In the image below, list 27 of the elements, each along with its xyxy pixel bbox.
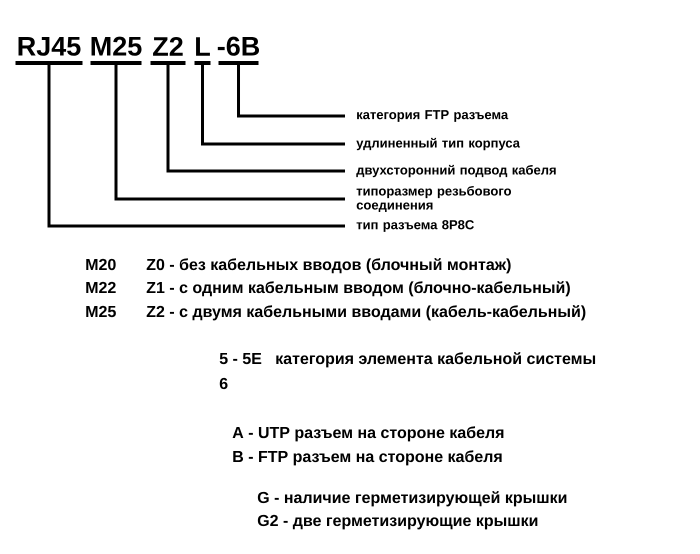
description-text: удлиненный тип корпуса <box>356 138 520 150</box>
spec-text: M25 <box>86 306 116 318</box>
spec-text: G2 - две герметизирующие крышки <box>258 514 538 530</box>
spec-text: 5 - 5E <box>220 353 262 364</box>
leader-line <box>237 63 345 118</box>
description-text: тип разъема 8P8C <box>356 220 474 232</box>
spec-text: категория элемента кабельной системы <box>276 352 596 368</box>
leader-line <box>48 63 345 228</box>
leader-line <box>166 63 345 172</box>
spec-text: A - UTP разъем на стороне кабеля <box>232 426 504 442</box>
spec-text: Z2 - с двумя кабельными вводами (кабель-кабельный) <box>146 305 586 320</box>
spec-text: M22 <box>86 282 116 293</box>
spec-text: M20 <box>86 258 116 270</box>
leader-line <box>201 63 345 146</box>
leader-line <box>114 63 345 200</box>
spec-text: 6 <box>220 378 228 390</box>
spec-text: B - FTP разъем на стороне кабеля <box>233 450 502 466</box>
spec-text: G - наличие герметизирующей крышки <box>258 491 566 506</box>
underlined-code-segment: Z2 <box>150 36 186 65</box>
description-text: двухсторонний подвод кабеля <box>356 164 556 178</box>
spec-text: Z1 - с одним кабельным вводом (блочно-кабельный) <box>146 281 570 296</box>
underlined-code-segment: M25 <box>90 36 142 65</box>
spec-text: Z0 - без кабельных вводов (блочный монтаж) <box>146 258 511 274</box>
description-text: категория FTP разъема <box>357 110 508 122</box>
underlined-code-segment: -6B <box>218 36 260 65</box>
underlined-code-segment: L <box>194 37 210 65</box>
underlined-code-segment: RJ45 <box>16 36 82 65</box>
